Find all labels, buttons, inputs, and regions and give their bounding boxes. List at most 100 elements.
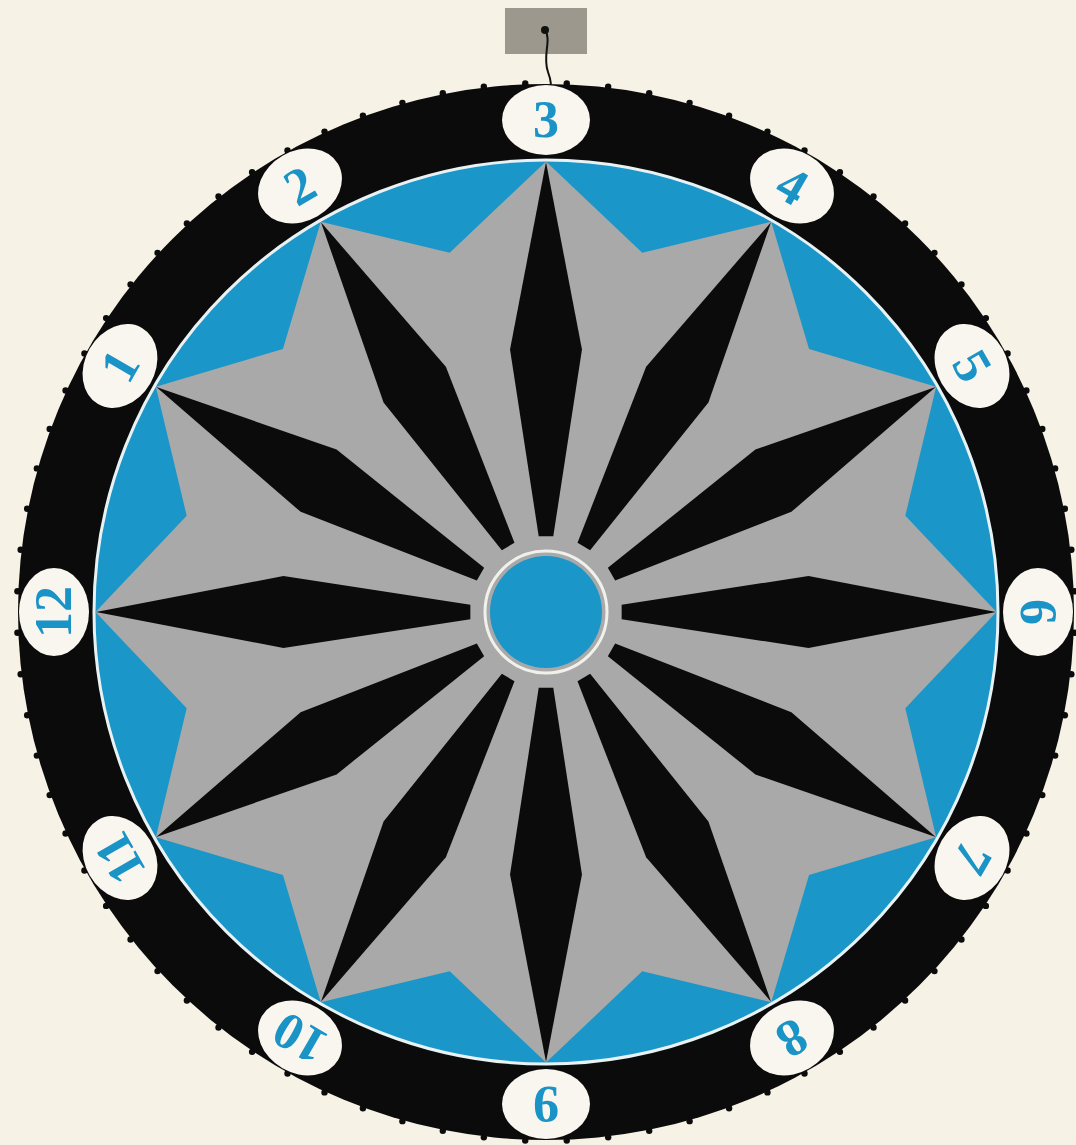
rim-tick (360, 1105, 366, 1111)
black-spike (578, 674, 771, 1002)
number-oval: 5 (920, 310, 1025, 421)
rim-tick (1062, 712, 1068, 718)
rim-tick (764, 128, 770, 134)
rim-tick (686, 100, 692, 106)
rim-tick (103, 315, 109, 321)
rim-tick (440, 1128, 446, 1134)
rim-tick (399, 100, 405, 106)
rim-tick (1071, 588, 1076, 594)
rim-tick (1039, 792, 1045, 798)
black-spike (510, 162, 582, 536)
rim-tick (215, 1024, 221, 1030)
rim-tick (46, 792, 52, 798)
rim-tick (17, 671, 23, 677)
wheel (14, 80, 1076, 1144)
number-oval: 7 (920, 802, 1025, 913)
rim-tick (726, 112, 732, 118)
rim-tick (34, 465, 40, 471)
number-oval: 9 (502, 1069, 590, 1139)
rim-tick (1062, 506, 1068, 512)
wheel-number: 11 (82, 822, 159, 895)
hub (490, 556, 602, 668)
number-oval: 11 (68, 802, 173, 913)
rim-tick (440, 90, 446, 96)
number-oval: 10 (244, 986, 355, 1091)
rim-tick (34, 752, 40, 758)
rim-tick (564, 80, 570, 86)
rim-tick (902, 220, 908, 226)
rim-tick (1071, 630, 1076, 636)
rim-tick (481, 83, 487, 89)
rim-tick (321, 1089, 327, 1095)
rim-tick (764, 1089, 770, 1095)
rim-tick (870, 1024, 876, 1030)
rim-tick (321, 128, 327, 134)
wheel-number: 1 (87, 340, 152, 393)
wheel-number: 5 (940, 340, 1005, 393)
number-oval: 2 (244, 134, 355, 239)
rim-tick (870, 193, 876, 199)
rim-tick (127, 936, 133, 942)
hub-ring (478, 544, 614, 680)
wheel-number: 6 (1008, 599, 1068, 625)
wheel-number: 9 (533, 1074, 559, 1134)
rim-tick (62, 830, 68, 836)
number-oval: 4 (736, 134, 847, 239)
wheel-number: 2 (274, 153, 327, 218)
rim-tick (522, 80, 528, 86)
rim-tick (958, 936, 964, 942)
rim-tick (399, 1118, 405, 1124)
rim-tick (646, 90, 652, 96)
number-oval: 6 (1003, 568, 1073, 656)
wheel-number: 8 (766, 1006, 819, 1071)
wheel-number: 3 (533, 90, 559, 150)
rim-tick (1023, 387, 1029, 393)
rim-tick (522, 1137, 528, 1143)
wheel-number: 10 (262, 999, 337, 1077)
rim-tick (46, 426, 52, 432)
rim-tick (24, 712, 30, 718)
number-oval: 8 (736, 986, 847, 1091)
rim-tick (983, 903, 989, 909)
rim-tick (1023, 830, 1029, 836)
grey-star (96, 162, 997, 1063)
rim-tick (184, 997, 190, 1003)
black-spike (96, 576, 470, 648)
rim-tick (983, 315, 989, 321)
rim-tick (605, 83, 611, 89)
hub-line (485, 551, 607, 673)
rim-tick (184, 220, 190, 226)
rim-tick (103, 903, 109, 909)
black-spike (608, 387, 936, 580)
rim-tick (931, 250, 937, 256)
black-spike (510, 688, 582, 1062)
black-spike (622, 576, 996, 648)
number-oval: 3 (502, 85, 590, 155)
rim-tick (215, 193, 221, 199)
rim-tick (14, 630, 20, 636)
wheel-number: 12 (24, 586, 84, 638)
rim-tick (902, 997, 908, 1003)
rim-tick (958, 281, 964, 287)
rim-tick (360, 112, 366, 118)
rim-tick (24, 506, 30, 512)
rim-tick (837, 169, 843, 175)
inner-disk (94, 160, 998, 1064)
rim-tick (837, 1049, 843, 1055)
number-oval: 12 (19, 568, 89, 656)
rim-tick (14, 588, 20, 594)
rim-tick (564, 1137, 570, 1143)
rim-tick (646, 1128, 652, 1134)
rim-tick (1039, 426, 1045, 432)
rim-tick (1052, 752, 1058, 758)
wheel-number: 4 (766, 153, 819, 218)
rim-tick (127, 281, 133, 287)
rim-tick (17, 547, 23, 553)
rim-tick (931, 968, 937, 974)
rim-tick (481, 1134, 487, 1140)
rim-tick (154, 250, 160, 256)
pointer-wire (545, 30, 551, 92)
